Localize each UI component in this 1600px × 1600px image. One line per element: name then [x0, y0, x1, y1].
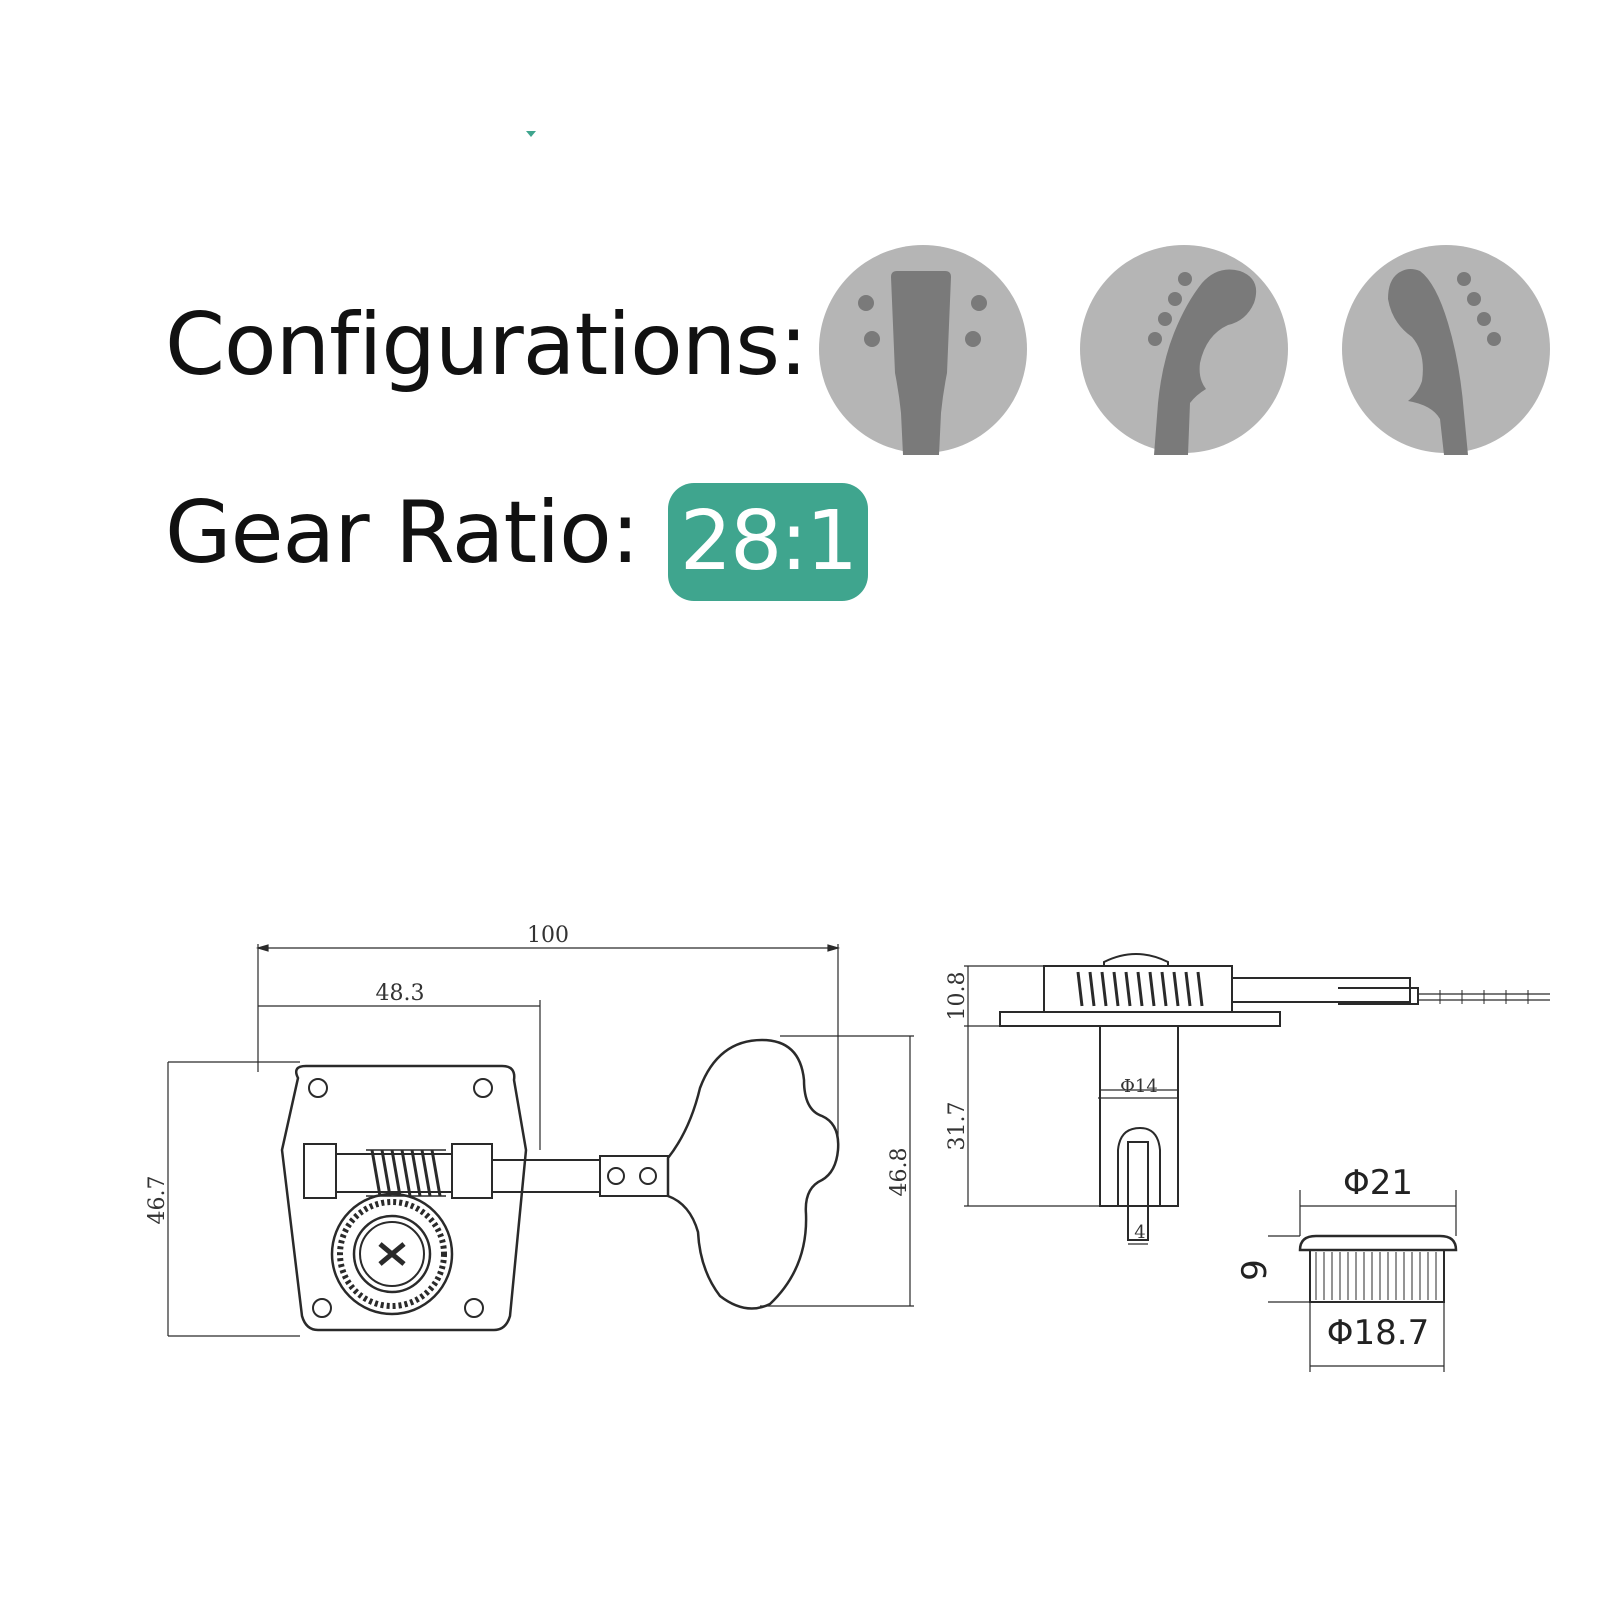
bushing-dimensions — [1268, 1190, 1457, 1372]
tuner-front-view — [280, 1038, 840, 1332]
dim-post-slot: 4 — [1134, 1222, 1145, 1243]
headstock-4-inline-icon — [1080, 245, 1288, 455]
configurations-label: Configurations: — [165, 295, 808, 395]
dim-post-length: 31.7 — [945, 1102, 970, 1151]
dim-post-diameter: Φ14 — [1120, 1076, 1158, 1097]
worm-gear — [366, 1149, 446, 1197]
dim-base-height: 10.8 — [945, 972, 970, 1021]
gear-ratio-label: Gear Ratio: — [165, 483, 640, 583]
gear-ratio-badge: 28:1 — [668, 483, 868, 601]
dim-bushing-outer: Φ21 — [1343, 1163, 1413, 1203]
front-view-dimensions — [167, 944, 914, 1337]
headstock-4-inline-reverse-icon — [1342, 245, 1550, 455]
tuner-side-view — [999, 953, 1550, 1241]
dim-plate-height: 46.7 — [145, 1176, 170, 1225]
bushing-view — [1298, 1234, 1458, 1303]
dim-overall-length: 100 — [527, 923, 569, 948]
dim-bushing-inner: Φ18.7 — [1327, 1313, 1429, 1353]
dim-plate-width: 48.3 — [376, 981, 425, 1006]
side-view-dimensions — [964, 965, 1178, 1245]
dim-bushing-height: 9 — [1235, 1259, 1275, 1281]
dim-button-height: 46.8 — [887, 1148, 912, 1197]
headstock-2x2-icon — [819, 245, 1027, 455]
decorative-mark — [526, 122, 536, 137]
